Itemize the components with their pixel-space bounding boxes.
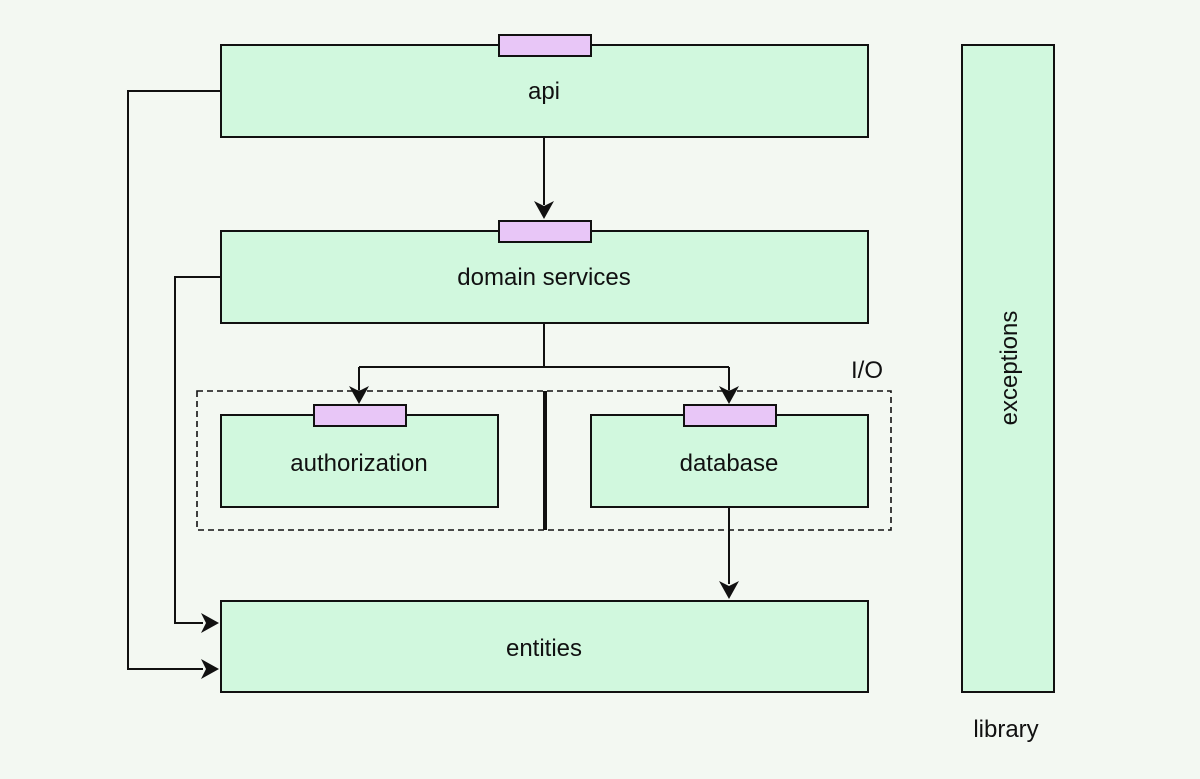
entities-module-label: entities xyxy=(506,635,582,662)
api-to-domain-services-arrowhead xyxy=(534,201,554,219)
authorization-interface-port xyxy=(313,404,407,427)
authorization-module-label: authorization xyxy=(290,450,427,477)
domain-services-module-label: domain services xyxy=(457,264,630,291)
entities-module-box xyxy=(220,600,869,693)
domain-services-module-box xyxy=(220,230,869,324)
database-module: database xyxy=(590,404,869,508)
domain-services-to-database-arrowhead xyxy=(719,386,739,404)
io-group-label: I/O xyxy=(851,357,883,384)
database-to-entities-arrowhead xyxy=(719,581,739,599)
exceptions-module-box xyxy=(961,44,1055,693)
exceptions-module-label: exceptions xyxy=(996,311,1023,426)
authorization-module: authorization xyxy=(220,404,499,508)
domain-services-to-entities-connector xyxy=(174,276,221,624)
api-interface-port xyxy=(498,34,592,57)
domain-services-to-entities-arrowhead xyxy=(201,613,219,633)
database-module-label: database xyxy=(680,450,779,477)
api-module: api xyxy=(220,34,869,138)
authorization-module-box xyxy=(220,414,499,508)
api-to-entities-arrowhead xyxy=(201,659,219,679)
database-interface-port xyxy=(683,404,777,427)
domain-services-module: domain services xyxy=(220,220,869,324)
domain-services-to-authorization-arrowhead xyxy=(349,386,369,404)
exceptions-module: exceptions xyxy=(961,44,1055,693)
library-group-label: library xyxy=(973,716,1038,743)
api-to-entities-connector xyxy=(127,90,221,670)
domain-services-interface-port xyxy=(498,220,592,243)
api-module-label: api xyxy=(528,78,560,105)
entities-module: entities xyxy=(220,600,869,693)
